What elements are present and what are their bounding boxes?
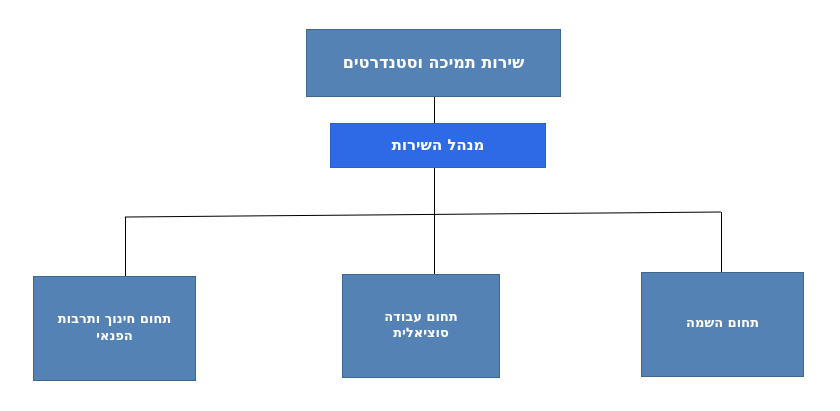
domain-box-social-work: תחום עבודה סוציאלית (342, 274, 500, 378)
manager-box: מנהל השירות (330, 123, 546, 168)
domain-box-education-leisure-label: תחום חינוך ותרבות הפנאי (57, 312, 172, 344)
domain-box-placement: תחום השמה (641, 272, 804, 377)
root-box-support-standards: שירות תמיכה וסטנדרטים (306, 29, 561, 97)
domain-box-social-work-label: תחום עבודה סוציאלית (384, 309, 458, 341)
domain-box-placement-label: תחום השמה (686, 316, 759, 332)
manager-box-label: מנהל השירות (391, 136, 485, 155)
connector-horizontal-bar (124, 211, 722, 218)
root-box-label: שירות תמיכה וסטנדרטים (342, 53, 525, 72)
domain-box-education-leisure: תחום חינוך ותרבות הפנאי (33, 276, 196, 381)
